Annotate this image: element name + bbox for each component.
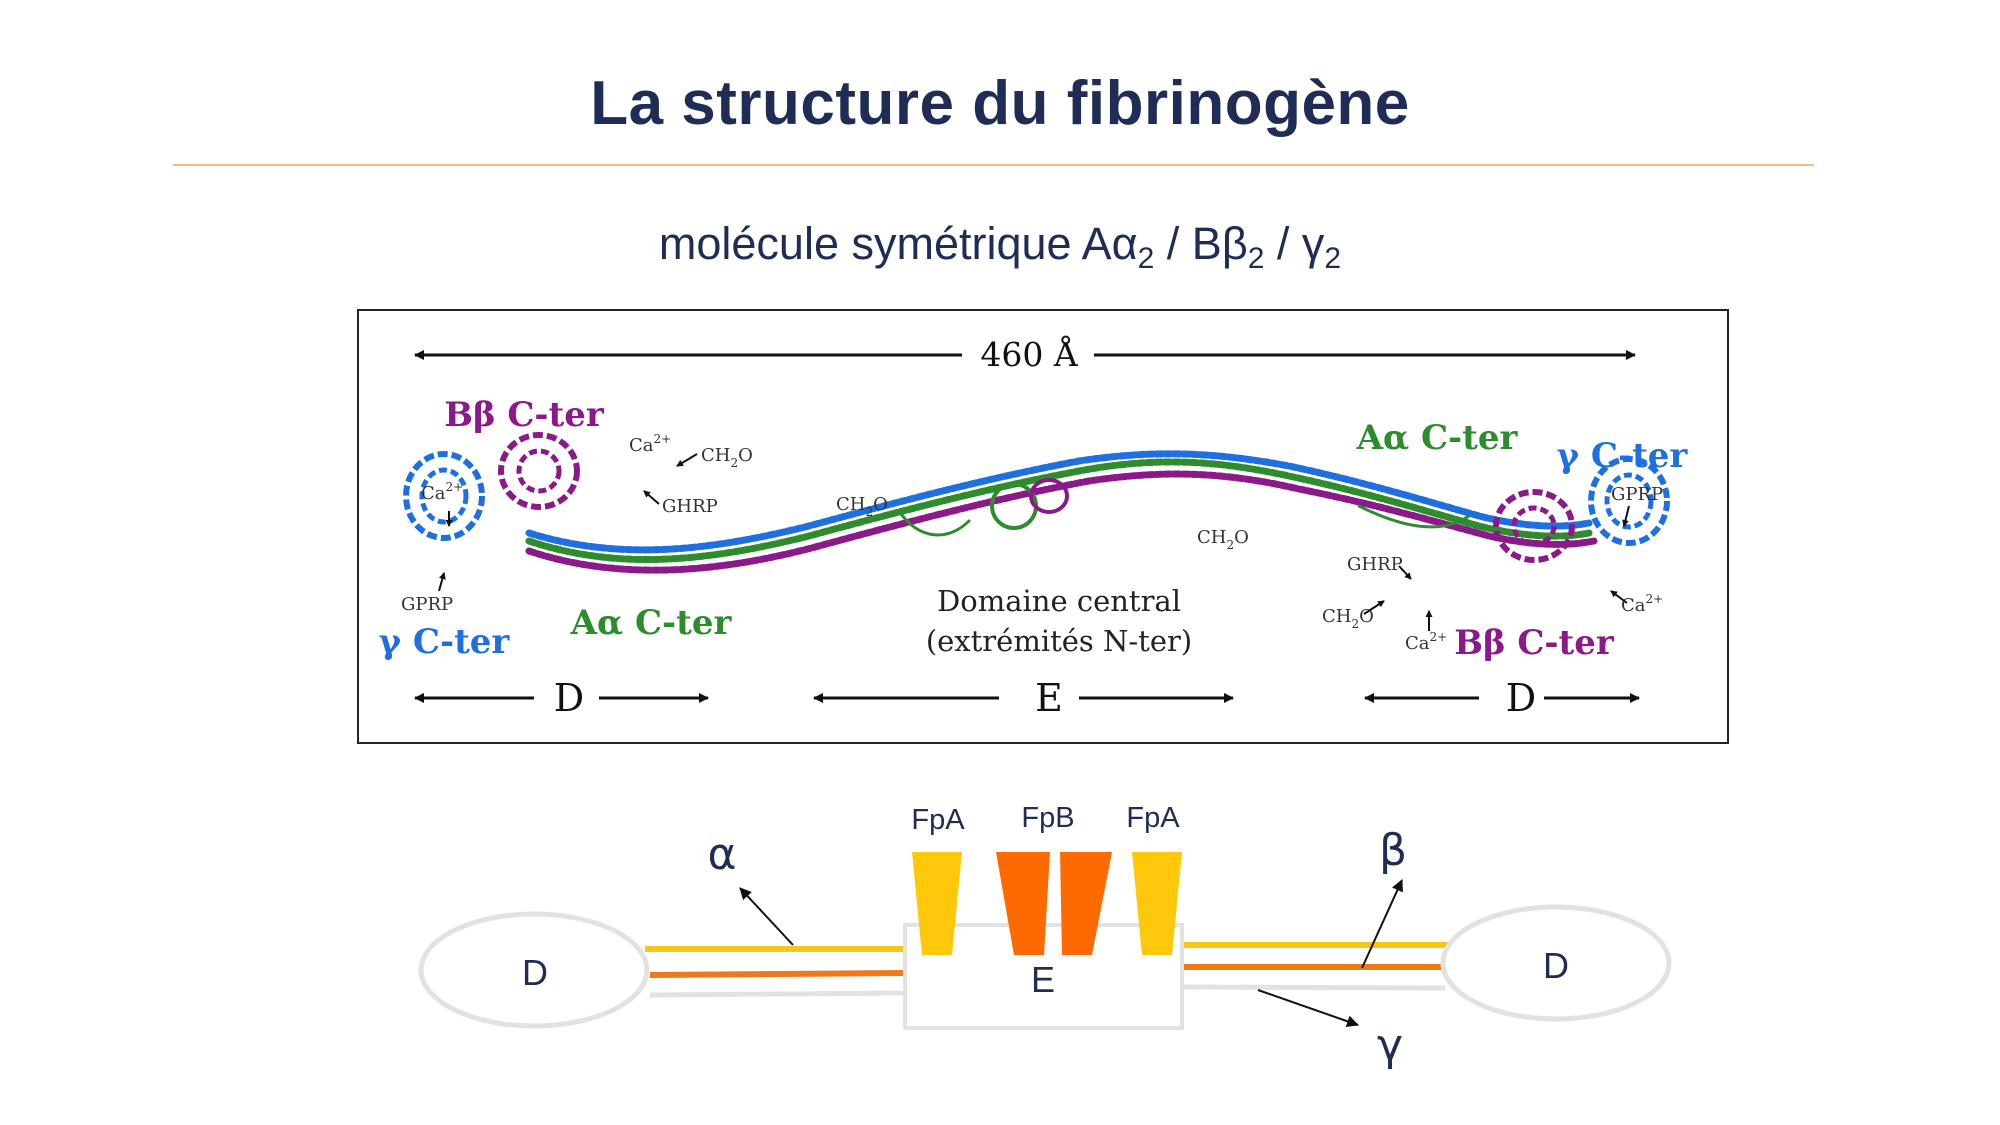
gamma-label: γ [1377,1020,1403,1071]
ca-left-label: Ca2+ [421,480,463,504]
length-label: 460 Å [980,334,1078,374]
pointer-ca-right [1610,590,1628,604]
domain-e-label: E [1035,676,1063,720]
pointer-ch2o-left [676,453,698,467]
subtitle-text: molécule symétrique Aα [658,218,1138,269]
ca-right-label: Ca2+ [1621,592,1663,616]
beta-arrow [1361,879,1403,969]
e-label: E [1031,959,1055,1000]
fpa-right-label: FpA [1126,802,1180,834]
alpha-arrow [739,887,794,946]
right-gray-line [1179,984,1446,991]
chain-alpha-tail [1357,504,1471,529]
pointer-gprp-right [1622,505,1630,527]
right-d-ellipse [1440,904,1672,1022]
chain-alpha-path [525,458,1593,563]
pointer-ghrp-right [1398,565,1412,580]
domain-d-right-label: D [1506,676,1536,720]
left-d-ellipse [418,911,650,1029]
subtitle-sub-beta: 2 [1247,242,1265,275]
ghrp-right-label: GHRP [1347,554,1403,575]
g-cter-right-label: γ C-ter [1557,436,1689,476]
gprp-right-label: GPRP [1611,484,1663,505]
beta-label: β [1379,825,1407,876]
right-gamma-domain [1588,456,1670,546]
domain-d-left-label: D [554,676,584,720]
gprp-left-label: GPRP [401,594,453,615]
chain-beta-path [525,470,1598,574]
pointer-ch2o-right [1363,600,1385,615]
central-domain-line2: (extrémités N-ter) [926,624,1192,658]
bb-cter-right-label: Bβ C-ter [1454,623,1615,663]
fpa-left-shape [912,852,962,955]
subtitle-text-beta: / Bβ [1154,218,1248,269]
aa-cter-left-label: Aα C-ter [570,603,733,643]
left-gray-line [649,990,907,998]
fibrinogen-structure-figure: 460 Å Bβ C-ter Aα C-ter γ C-ter Aα C-ter… [357,309,1729,744]
subtitle-sub-alpha: 2 [1137,242,1155,275]
fibrinogen-schematic: D D E FpA FpB FpA α β γ [418,802,1672,1071]
ch2o-center-right-label: CH2O [1197,527,1249,552]
bb-cter-left-label: Bβ C-ter [444,395,605,435]
alpha-label: α [707,829,736,880]
fpb-label: FpB [1021,802,1074,834]
right-d-label: D [1543,945,1569,986]
title-divider [173,164,1814,166]
aa-cter-right-label: Aα C-ter [1356,418,1519,458]
fpa-right-shape [1132,852,1182,955]
subtitle-sub-gamma: 2 [1324,242,1342,275]
pointer-gprp-left [438,572,446,592]
left-beta-line [649,970,907,978]
ca-bb-left-label: Ca2+ [629,432,671,456]
ch2o-right-label: CH2O [1322,606,1374,631]
fpa-left-label: FpA [911,804,965,836]
pointer-ghrp-left [643,490,660,505]
fpb-right-shape [1060,852,1112,955]
ca-bb-right-label: Ca2+ [1405,630,1447,654]
right-beta-domain [1493,489,1575,563]
ghrp-left-label: GHRP [662,496,718,517]
ch2o-center-left-label: CH2O [836,494,888,519]
slide-subtitle: molécule symétrique Aα2 / Bβ2 / γ2 [0,218,2000,274]
g-cter-left-label: γ C-ter [379,622,511,662]
fibrinogen-structure-svg: 460 Å Bβ C-ter Aα C-ter γ C-ter Aα C-ter… [379,334,1689,720]
subtitle-text-gamma: / γ [1264,218,1325,269]
gamma-arrow [1257,989,1359,1028]
chain-alpha-loop [897,509,971,537]
left-d-label: D [522,952,548,993]
chain-gamma-path [525,450,1593,554]
central-knot [990,478,1069,530]
left-beta-domain [498,432,580,510]
left-gamma-domain [403,451,485,541]
central-domain-line1: Domaine central [937,584,1181,618]
fpb-left-shape [996,852,1050,955]
slide-title: La structure du fibrinogène [590,69,1410,138]
ch2o-left-top-label: CH2O [701,445,753,470]
